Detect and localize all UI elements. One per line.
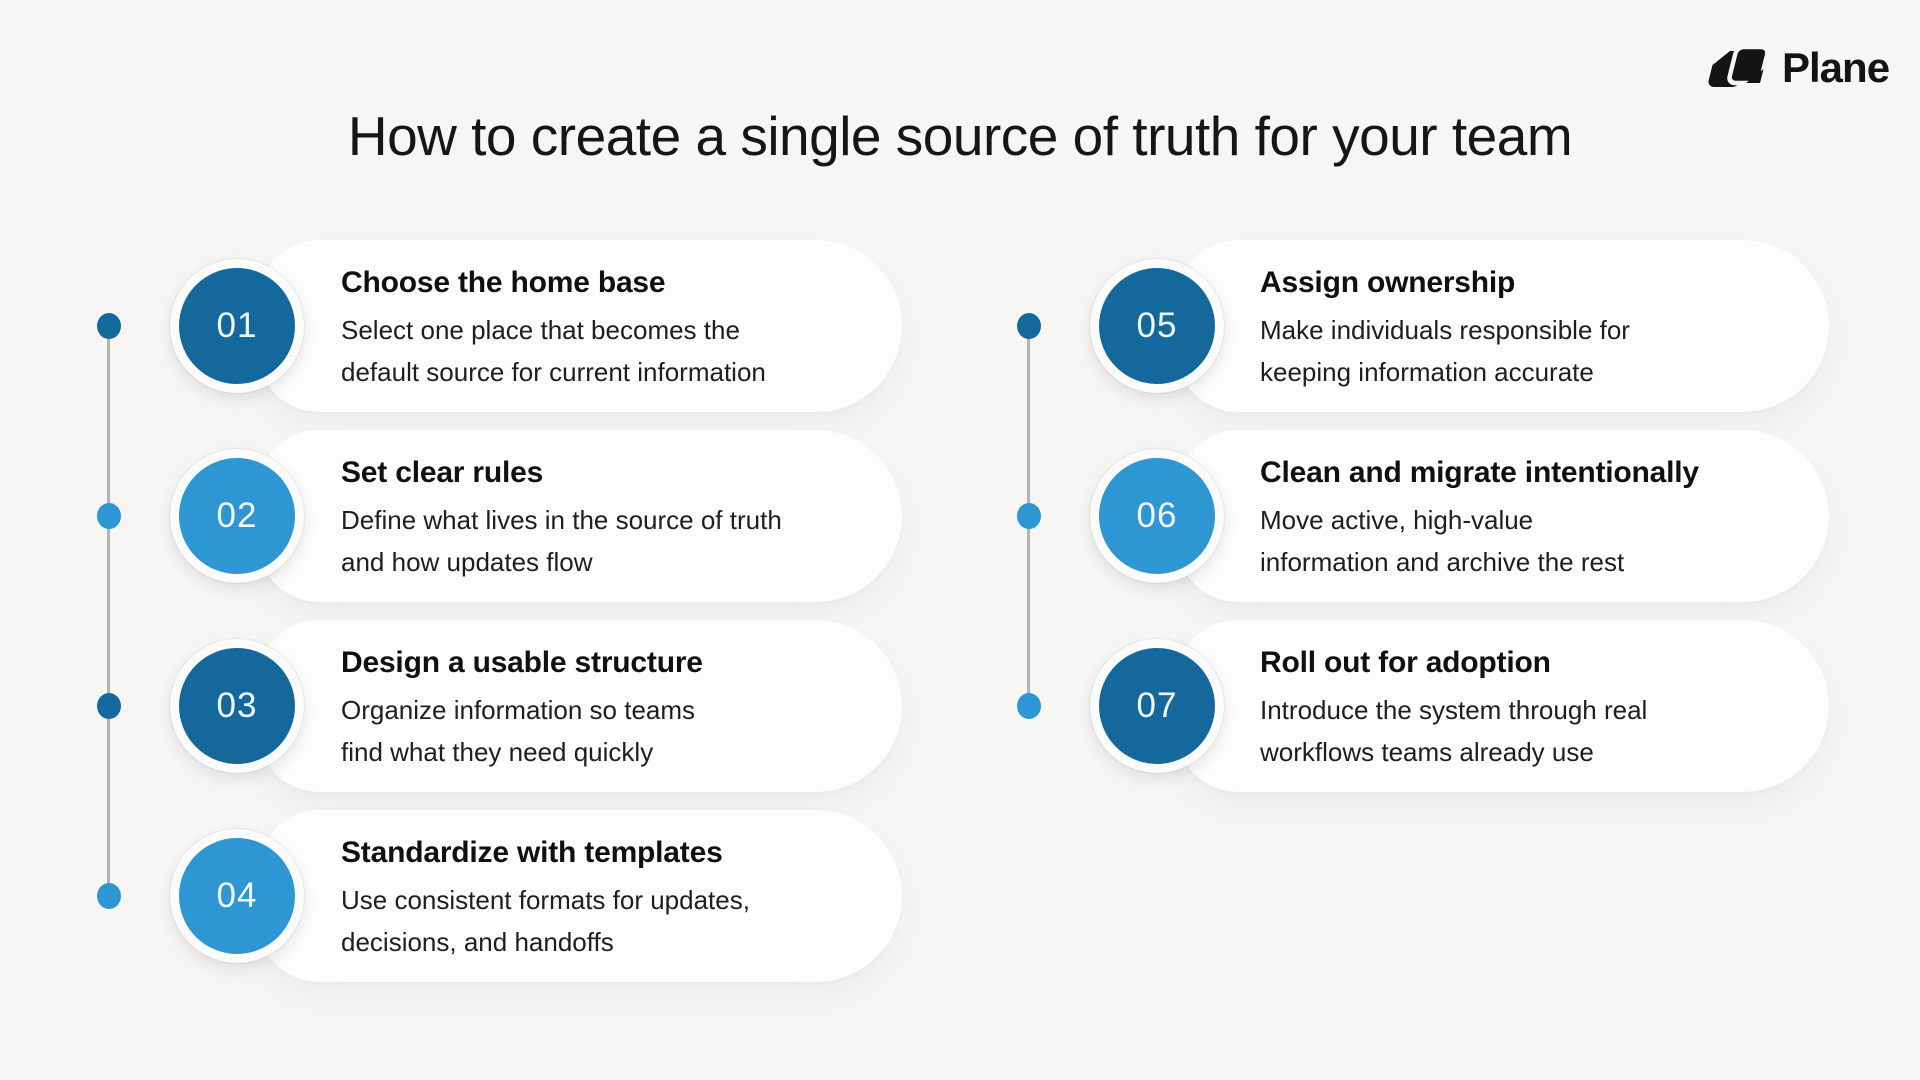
step-description: Select one place that becomes the defaul…: [341, 315, 766, 388]
step-card-03: Design a usable structure Organize infor…: [257, 620, 902, 792]
step-card-01: Choose the home base Select one place th…: [257, 240, 902, 412]
timeline-line-left: [107, 326, 110, 896]
step-card-06: Clean and migrate intentionally Move act…: [1176, 430, 1829, 602]
timeline-dot-01: [97, 313, 121, 339]
step-description: Introduce the system through real workfl…: [1260, 695, 1648, 768]
step-description: Move active, high-value information and …: [1260, 505, 1625, 578]
plane-logo-icon: [1708, 44, 1770, 87]
step-heading: Clean and migrate intentionally: [1260, 456, 1699, 489]
step-number-badge-05: 05: [1090, 259, 1224, 393]
step-heading: Roll out for adoption: [1260, 646, 1551, 679]
step-heading: Assign ownership: [1260, 266, 1516, 299]
step-heading: Design a usable structure: [341, 646, 703, 679]
timeline-dot-06: [1017, 503, 1041, 529]
timeline-dot-04: [97, 883, 121, 909]
step-card-05: Assign ownership Make individuals respon…: [1176, 240, 1829, 412]
step-number: 07: [1136, 686, 1178, 725]
step-card-07: Roll out for adoption Introduce the syst…: [1176, 620, 1829, 792]
step-number-badge-03: 03: [170, 639, 304, 773]
timeline-dot-02: [97, 503, 121, 529]
timeline-dot-05: [1017, 313, 1041, 339]
step-description: Use consistent formats for updates, deci…: [341, 885, 750, 958]
step-number-badge-02: 02: [170, 449, 304, 583]
step-number-badge-06: 06: [1090, 449, 1224, 583]
step-description: Define what lives in the source of truth…: [341, 505, 782, 578]
step-number: 03: [216, 686, 258, 725]
step-heading: Standardize with templates: [341, 836, 723, 869]
step-number: 04: [216, 876, 258, 915]
step-number-badge-07: 07: [1090, 639, 1224, 773]
page-title: How to create a single source of truth f…: [347, 105, 1573, 167]
step-heading: Choose the home base: [341, 266, 666, 299]
timeline-dot-03: [97, 693, 121, 719]
step-card-02: Set clear rules Define what lives in the…: [257, 430, 902, 602]
step-number: 02: [216, 496, 258, 535]
step-number-badge-04: 04: [170, 829, 304, 963]
step-number: 05: [1136, 306, 1178, 345]
step-heading: Set clear rules: [341, 456, 544, 489]
brand-name: Plane: [1782, 44, 1890, 91]
step-description: Organize information so teams find what …: [341, 695, 696, 768]
step-description: Make individuals responsible for keeping…: [1260, 315, 1630, 388]
timeline-dot-07: [1017, 693, 1041, 719]
step-card-04: Standardize with templates Use consisten…: [257, 810, 902, 982]
step-number: 06: [1136, 496, 1178, 535]
brand-lockup: Plane: [1706, 42, 1890, 94]
step-number: 01: [216, 306, 258, 345]
step-number-badge-01: 01: [170, 259, 304, 393]
